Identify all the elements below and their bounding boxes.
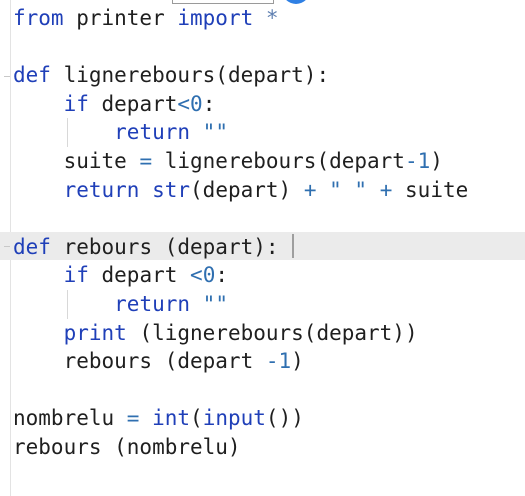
- code-line[interactable]: [13, 204, 468, 233]
- code-token: [13, 120, 114, 144]
- code-token: return: [114, 120, 191, 145]
- code-line[interactable]: print (lignerebours(depart)): [13, 319, 468, 348]
- code-token: nombrelu: [13, 406, 127, 431]
- code-token: (depart): [190, 177, 304, 202]
- code-line[interactable]: return str(depart) + " " + suite: [13, 176, 469, 205]
- code-token: [13, 321, 64, 345]
- code-token: suite: [392, 177, 469, 202]
- code-token: 1: [417, 148, 431, 173]
- code-token: print: [63, 320, 127, 345]
- code-token: " ": [329, 177, 368, 202]
- code-token: *: [265, 6, 279, 30]
- text-caret: [292, 234, 294, 258]
- code-token: [13, 178, 64, 202]
- code-token: -1: [265, 349, 292, 374]
- code-token: [316, 178, 329, 202]
- code-token: if: [63, 91, 89, 116]
- code-token: :: [215, 263, 228, 288]
- indent-guide: [67, 290, 68, 319]
- code-token: ()): [265, 406, 304, 431]
- fold-marker-icon[interactable]: [4, 76, 10, 77]
- code-token: (: [190, 406, 203, 431]
- code-token: <: [177, 91, 191, 116]
- code-token: +: [303, 177, 317, 202]
- code-token: =: [139, 148, 153, 173]
- code-token: [13, 263, 64, 287]
- code-token: =: [126, 406, 140, 431]
- code-token: [139, 406, 152, 430]
- code-token: def: [13, 234, 51, 259]
- code-token: "": [202, 120, 228, 145]
- code-token: [13, 292, 114, 316]
- code-token: lignerebours(depart: [152, 148, 405, 173]
- editor-tab[interactable]: [172, 0, 274, 4]
- status-dot-icon: [282, 0, 310, 4]
- code-line[interactable]: from printer import *: [13, 4, 468, 33]
- code-token: input: [202, 406, 266, 431]
- code-token: 0: [202, 263, 216, 288]
- code-token: ): [291, 349, 304, 374]
- code-token: [13, 92, 64, 116]
- code-token: from: [13, 6, 64, 30]
- code-token: depart: [88, 91, 178, 116]
- code-line[interactable]: return "": [13, 118, 468, 147]
- code-line[interactable]: [13, 376, 468, 405]
- code-token: rebours (depart: [13, 349, 266, 374]
- code-token: [190, 292, 203, 316]
- code-token: suite: [13, 148, 140, 173]
- code-token: ): [430, 148, 443, 173]
- code-line[interactable]: nombrelu = int(input()): [13, 404, 468, 433]
- code-token: :: [202, 91, 216, 116]
- code-token: rebours (depart):: [50, 234, 279, 259]
- code-line[interactable]: rebours (nombrelu): [13, 433, 468, 462]
- code-token: [253, 6, 266, 30]
- code-token: 0: [190, 91, 203, 116]
- code-token: +: [379, 177, 393, 202]
- code-token: [190, 120, 203, 144]
- code-token: return: [63, 177, 140, 202]
- code-line[interactable]: def rebours (depart):: [13, 233, 468, 262]
- code-token: (lignerebours(depart)): [126, 320, 418, 345]
- code-token: if: [63, 263, 89, 288]
- code-token: rebours (nombrelu): [13, 434, 241, 459]
- fold-marker-icon[interactable]: [4, 246, 10, 247]
- code-token: lignerebours(depart):: [50, 63, 330, 88]
- code-token: <: [190, 263, 203, 288]
- code-line[interactable]: if depart<0:: [13, 90, 468, 119]
- code-token: return: [114, 291, 191, 316]
- code-line[interactable]: if depart <0:: [13, 261, 468, 290]
- code-token: str: [152, 177, 191, 202]
- code-token: depart: [88, 263, 191, 288]
- code-line[interactable]: [13, 33, 468, 62]
- code-token: [367, 178, 380, 202]
- code-line[interactable]: rebours (depart -1): [13, 347, 468, 376]
- code-token: printer: [63, 6, 178, 30]
- current-line-highlight: [0, 232, 525, 260]
- indent-guide: [67, 118, 68, 147]
- code-token: import: [177, 6, 254, 30]
- code-line[interactable]: return "": [13, 290, 468, 319]
- code-line[interactable]: def lignerebours(depart):: [13, 61, 468, 90]
- code-line[interactable]: suite = lignerebours(depart-1): [13, 147, 468, 176]
- code-token: -: [404, 148, 418, 173]
- code-text[interactable]: from printer import * def lignerebours(d…: [13, 4, 468, 462]
- code-token: int: [152, 406, 191, 431]
- code-token: "": [202, 291, 228, 316]
- code-token: def: [13, 63, 51, 88]
- code-token: [139, 178, 152, 202]
